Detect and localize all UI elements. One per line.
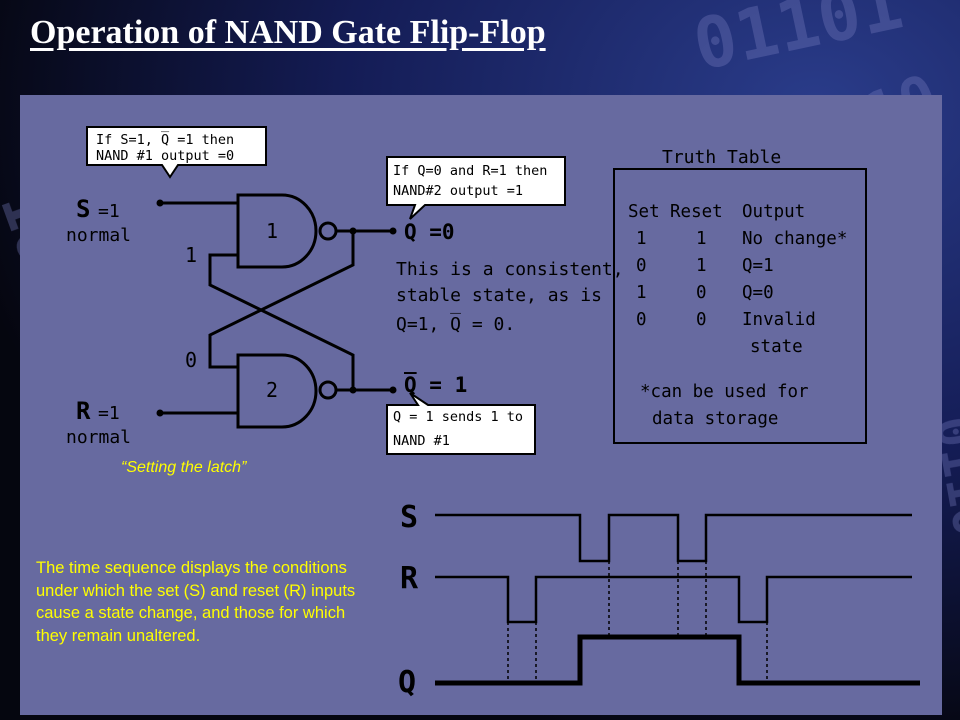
timing-waveform-q xyxy=(435,634,920,686)
truth-table-title: Truth Table xyxy=(662,147,781,168)
slide-title: Operation of NAND Gate Flip-Flop xyxy=(30,14,546,51)
truth-table-box xyxy=(613,168,867,444)
timing-waveform-r xyxy=(435,575,912,624)
timing-waveform-s xyxy=(435,513,912,563)
flip-flop-diagram: If S=1, Q̅ =1 then NAND #1 output =0 If … xyxy=(66,126,920,700)
timing-label-r: R xyxy=(400,561,419,596)
nand-gate-2 xyxy=(236,353,318,429)
s-note: normal xyxy=(66,225,131,246)
diagram-caption: “Setting the latch” xyxy=(121,459,247,476)
state-note: This is a consistent, stable state, as i… xyxy=(396,259,634,335)
cross-signal-bottom: 0 xyxy=(185,348,197,372)
cross-signal-top: 1 xyxy=(185,243,197,267)
content-panel: If S=1, Q̅ =1 then NAND #1 output =0 If … xyxy=(20,95,942,715)
callout-bottom-right xyxy=(386,392,536,455)
callout-top-left-text: If S=1, Q̅ =1 then NAND #1 output =0 xyxy=(96,131,242,164)
truth-table-footnote: *can be used for data storage xyxy=(640,382,819,429)
callout-top-right xyxy=(386,156,566,220)
timing-dashed-guides xyxy=(507,561,768,683)
gate-2-label: 2 xyxy=(266,378,278,402)
s-value: =1 xyxy=(98,201,120,222)
truth-table-row-continuation: state xyxy=(750,337,803,357)
timing-description: The time sequence displays the condition… xyxy=(36,559,356,645)
nand-gate-1 xyxy=(236,193,318,269)
qbar-output-label: Q̅ = 1 xyxy=(404,372,467,397)
callout-bottom-right-text: Q = 1 sends 1 to NAND #1 xyxy=(393,409,531,449)
s-label: S xyxy=(76,195,90,223)
timing-label-s: S xyxy=(400,500,418,535)
nand-gate-1-bubble xyxy=(318,221,338,241)
qbar-feedback-wire xyxy=(208,253,355,390)
truth-table-header: Set Reset Output xyxy=(628,202,805,222)
r-note: normal xyxy=(66,427,131,448)
gate-1-label: 1 xyxy=(266,219,278,243)
r-value: =1 xyxy=(98,403,120,424)
callout-top-right-text: If Q=0 and R=1 then NAND#2 output =1 xyxy=(393,163,556,199)
r-label: R xyxy=(76,397,91,425)
timing-label-q: Q xyxy=(398,665,416,700)
q-feedback-wire xyxy=(208,231,355,369)
q-output-label: Q =0 xyxy=(404,220,455,244)
nand-gate-2-bubble xyxy=(318,380,338,400)
callout-top-left xyxy=(86,126,267,179)
